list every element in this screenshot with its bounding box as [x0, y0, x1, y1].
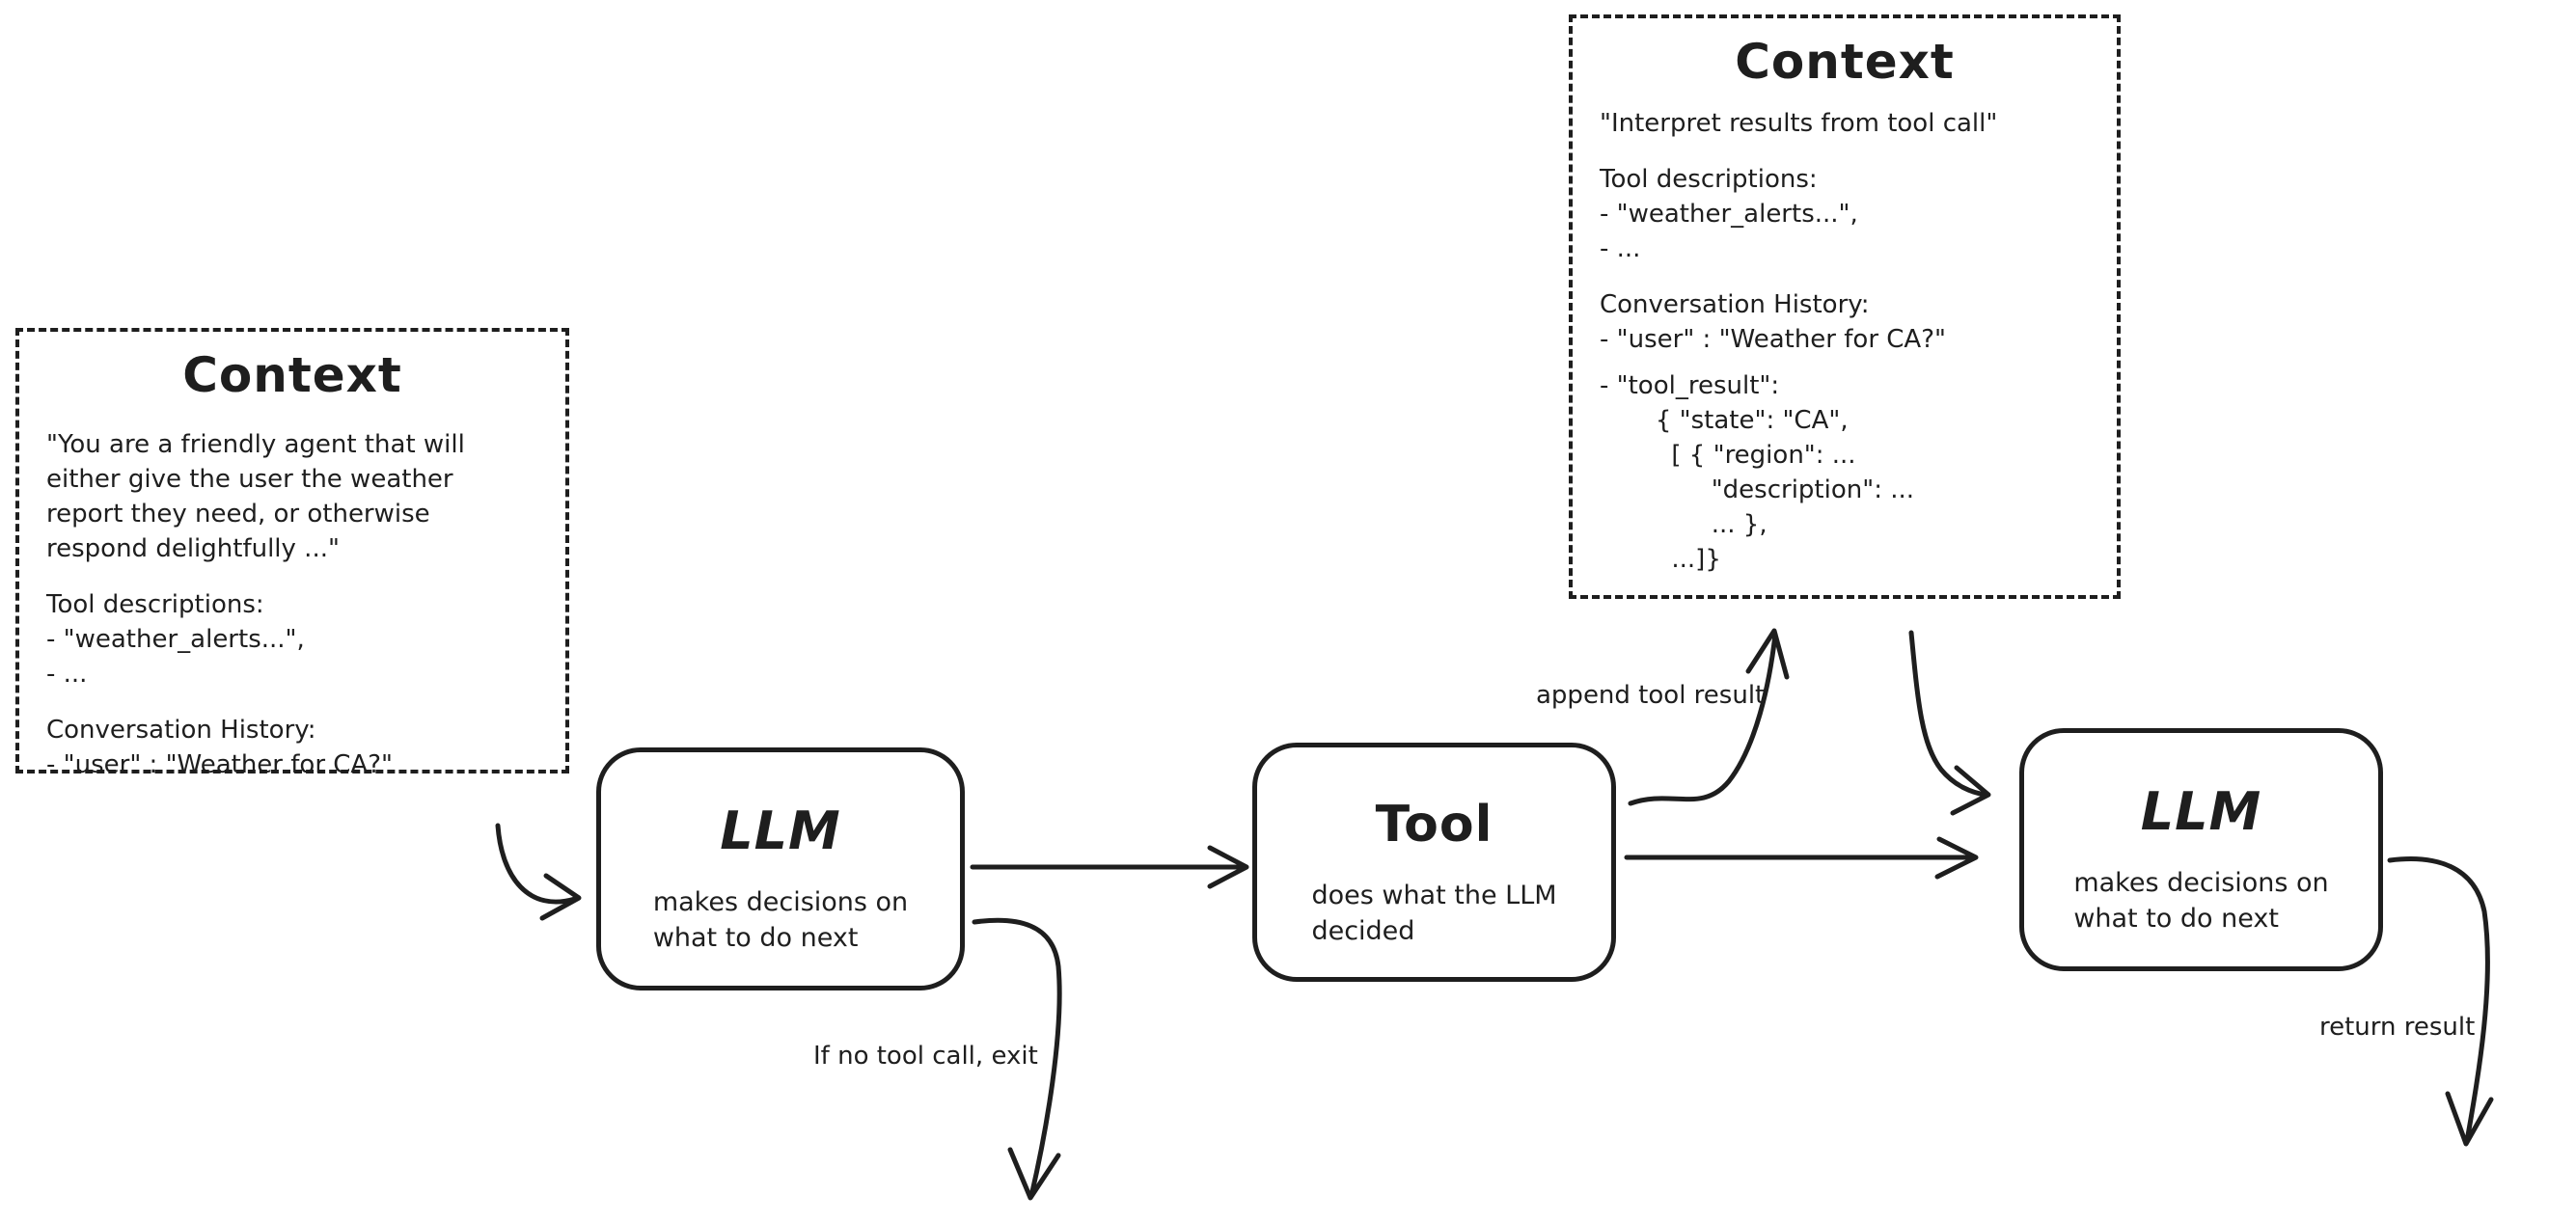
- arrowhead-context-left-to-llm1: [539, 873, 582, 921]
- llm2-title: LLM: [2140, 781, 2262, 842]
- node-context-top: Context "Interpret results from tool cal…: [1569, 14, 2121, 599]
- arrow-context-top-to-llm2: [1908, 630, 1988, 798]
- arrowhead-tool-to-context-top: [1745, 628, 1790, 680]
- arrowhead-llm1-exit: [1007, 1147, 1061, 1201]
- arrowhead-context-top-to-llm2: [1950, 765, 1991, 816]
- llm1-title: LLM: [720, 800, 841, 861]
- arrowhead-llm2-return: [2445, 1091, 2494, 1147]
- arrow-context-left-to-llm1: [495, 823, 578, 905]
- node-tool: Tool does what the LLM decided: [1252, 743, 1616, 982]
- llm1-subtitle: makes decisions on what to do next: [652, 887, 909, 954]
- arrow-tool-to-context-top: [1628, 632, 1778, 806]
- edge-label-return-result: return result: [2319, 1013, 2476, 1042]
- context-left-tool-descriptions: Tool descriptions: - "weather_alerts..."…: [46, 590, 305, 689]
- context-top-tool-result: - "tool_result": { "state": "CA", [ { "r…: [1600, 371, 1915, 574]
- arrowhead-tool-to-llm2: [1934, 836, 1979, 880]
- node-context-left: Context "You are a friendly agent that w…: [15, 328, 569, 779]
- arrowhead-llm1-to-tool: [1207, 845, 1249, 889]
- context-left-title: Context: [182, 347, 402, 403]
- node-llm-2: LLM makes decisions on what to do next: [2019, 728, 2383, 971]
- arrow-llm1-exit: [972, 917, 1062, 1199]
- edge-label-if-no-tool-call-exit: If no tool call, exit: [813, 1042, 1038, 1071]
- context-top-title: Context: [1735, 34, 1955, 90]
- arrow-llm2-return: [2387, 856, 2490, 1144]
- tool-subtitle: does what the LLM decided: [1311, 881, 1557, 947]
- tool-title: Tool: [1375, 796, 1494, 854]
- context-left-conversation-history: Conversation History: - "user" : "Weathe…: [46, 716, 393, 779]
- context-top-system-prompt: "Interpret results from tool call": [1600, 109, 1998, 138]
- node-llm-1: LLM makes decisions on what to do next: [596, 747, 965, 990]
- edge-label-append-tool-result: append tool result: [1536, 681, 1766, 710]
- llm2-subtitle: makes decisions on what to do next: [2073, 868, 2329, 935]
- context-left-system-prompt: "You are a friendly agent that will eith…: [46, 430, 465, 563]
- context-top-conversation-history: Conversation History: - "user" : "Weathe…: [1600, 290, 1946, 354]
- context-top-tool-descriptions: Tool descriptions: - "weather_alerts..."…: [1600, 165, 1858, 263]
